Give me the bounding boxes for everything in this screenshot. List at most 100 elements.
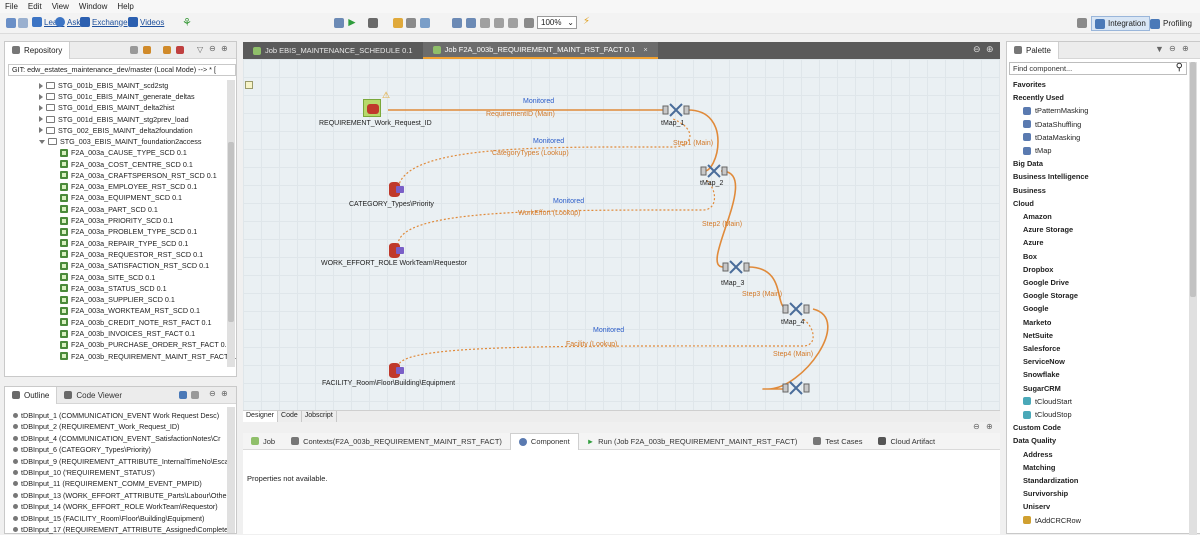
node-tmap-1[interactable]: tMap_1 bbox=[661, 120, 685, 127]
tab-designer[interactable]: Designer bbox=[243, 411, 279, 422]
palette-subcategory[interactable]: Matching bbox=[1023, 462, 1056, 472]
palette-subcategory[interactable]: Standardization bbox=[1023, 476, 1079, 485]
flow-step3[interactable] bbox=[747, 266, 789, 310]
tab-run[interactable]: ►Run (Job F2A_003b_REQUIREMENT_MAINT_RST… bbox=[586, 436, 798, 446]
outline-item[interactable]: tDBInput_11 (REQUIREMENT_COMM_EVENT_PMPI… bbox=[13, 478, 202, 489]
outline-item[interactable]: tDBInput_15 (FACILITY_Room\Floor\Buildin… bbox=[13, 513, 204, 524]
tab-repository[interactable]: Repository bbox=[5, 41, 71, 59]
flow-label-step2[interactable]: Step2 (Main) bbox=[702, 221, 743, 228]
perspective-profiling[interactable]: Profiling bbox=[1147, 16, 1195, 31]
link-icon[interactable] bbox=[163, 46, 171, 54]
maximize-icon[interactable]: ⊕ bbox=[986, 44, 994, 54]
palette-category[interactable]: Custom Code bbox=[1013, 423, 1062, 433]
minimize-icon[interactable]: ⊖ bbox=[973, 44, 981, 54]
palette-subcategory[interactable]: Google Drive bbox=[1023, 278, 1069, 287]
repo-job[interactable]: F2A_003a_SUPPLIER_SCD 0.1 bbox=[60, 294, 175, 305]
palette-component[interactable]: tDataMasking bbox=[1023, 131, 1080, 144]
run-icon[interactable]: ⚘ bbox=[182, 17, 192, 29]
palette-component[interactable]: tMap bbox=[1023, 144, 1051, 157]
save-icon[interactable] bbox=[18, 18, 28, 28]
palette-category[interactable]: Data Quality bbox=[1013, 436, 1057, 446]
repo-job[interactable]: F2A_003a_COST_CENTRE_SCD 0.1 bbox=[60, 159, 193, 170]
menu-file[interactable]: File bbox=[5, 2, 18, 11]
node-work-effort-role[interactable]: WORK_EFFORT_ROLE WorkTeam\Requestor bbox=[321, 260, 468, 267]
chevron-down-icon[interactable] bbox=[39, 139, 45, 144]
facility-db-icon[interactable] bbox=[389, 363, 405, 379]
repository-scroll-thumb[interactable] bbox=[228, 142, 234, 322]
minimize-icon[interactable]: ⊖ bbox=[209, 389, 216, 398]
repo-job[interactable]: F2A_003a_EQUIPMENT_SCD 0.1 bbox=[60, 192, 182, 203]
node-requirement-work-request-id[interactable]: REQUIREMENT_Work_Request_ID bbox=[319, 120, 432, 127]
zoom-out-icon[interactable] bbox=[480, 18, 490, 28]
filter-icon[interactable]: ▼ bbox=[1155, 44, 1164, 54]
learn-link[interactable]: Learn bbox=[32, 17, 64, 27]
new-icon[interactable] bbox=[6, 18, 16, 28]
tab-palette[interactable]: Palette bbox=[1007, 41, 1059, 59]
chevron-right-icon[interactable] bbox=[39, 116, 43, 123]
palette-subcategory[interactable]: Snowflake bbox=[1023, 370, 1060, 380]
repo-job[interactable]: F2A_003a_PART_SCD 0.1 bbox=[60, 204, 158, 215]
palette-component[interactable]: tPatternMasking bbox=[1023, 104, 1088, 117]
open-perspective-icon[interactable] bbox=[1077, 18, 1087, 28]
palette-category[interactable]: Business Intelligence bbox=[1013, 172, 1089, 182]
repo-folder[interactable]: STG_001b_EBIS_MAINT_scd2stg bbox=[39, 80, 168, 91]
palette-subcategory[interactable]: ServiceNow bbox=[1023, 357, 1065, 367]
node-facility[interactable]: FACILITY_Room\Floor\Building\Equipment bbox=[322, 380, 456, 387]
repo-folder[interactable]: STG_002_EBIS_MAINT_delta2foundation bbox=[39, 125, 193, 136]
menu-edit[interactable]: Edit bbox=[27, 2, 42, 11]
palette-subcategory[interactable]: Survivorship bbox=[1023, 489, 1069, 499]
tab-code-viewer[interactable]: Code Viewer bbox=[57, 387, 129, 404]
palette-component[interactable]: tCloudStop bbox=[1023, 408, 1072, 421]
palette-subcategory[interactable]: Google Storage bbox=[1023, 291, 1079, 301]
menu-view[interactable]: View bbox=[51, 2, 69, 11]
grid-icon[interactable] bbox=[466, 18, 476, 28]
tab-component[interactable]: Component bbox=[509, 432, 579, 450]
minimize-icon[interactable]: ⊖ bbox=[209, 44, 216, 53]
maximize-icon[interactable]: ⊕ bbox=[1182, 44, 1189, 53]
tmap-1-icon[interactable] bbox=[662, 103, 690, 117]
repo-job[interactable]: F2A_003a_REPAIR_TYPE_SCD 0.1 bbox=[60, 238, 188, 249]
outline-item[interactable]: tDBInput_13 (WORK_EFFORT_ATTRIBUTE_Parts… bbox=[13, 490, 229, 501]
flow-step4[interactable] bbox=[762, 308, 829, 390]
chevron-right-icon[interactable] bbox=[39, 104, 43, 111]
repo-job[interactable]: F2A_003a_REQUESTOR_RST_SCD 0.1 bbox=[60, 249, 203, 260]
repo-job[interactable]: F2A_003a_CRAFTSPERSON_RST_SCD 0.1 bbox=[60, 170, 217, 181]
palette-category[interactable]: Cloud bbox=[1013, 198, 1034, 208]
tab-outline[interactable]: Outline bbox=[5, 386, 58, 404]
pencil-icon[interactable] bbox=[406, 18, 416, 28]
minimize-icon[interactable]: ⊖ bbox=[1169, 44, 1176, 53]
minimize-icon[interactable]: ⊖ bbox=[973, 422, 980, 431]
flow-step1[interactable] bbox=[687, 109, 719, 172]
graph-view-icon[interactable] bbox=[191, 391, 199, 399]
palette-subcategory[interactable]: Salesforce bbox=[1023, 344, 1061, 353]
note-icon[interactable] bbox=[245, 81, 253, 89]
palette-subcategory[interactable]: Azure bbox=[1023, 238, 1044, 248]
tmap-3-icon[interactable] bbox=[722, 260, 750, 274]
repo-job[interactable]: F2A_003a_PRIORITY_SCD 0.1 bbox=[60, 215, 173, 226]
flow-lookup-category[interactable] bbox=[397, 118, 691, 192]
outline-item[interactable]: tDBInput_10 ('REQUIREMENT_STATUS') bbox=[13, 467, 155, 478]
lightning-icon[interactable]: ⚡ bbox=[583, 16, 591, 27]
close-icon[interactable]: × bbox=[643, 45, 648, 54]
zoom-icon[interactable] bbox=[524, 18, 534, 28]
repo-job[interactable]: F2A_003a_CAUSE_TYPE_SCD 0.1 bbox=[60, 147, 187, 158]
node-tmap-2[interactable]: tMap_2 bbox=[700, 180, 724, 187]
tab-cloud-artifact[interactable]: Cloud Artifact bbox=[870, 433, 943, 450]
search-icon[interactable]: ⚲ bbox=[1175, 62, 1183, 73]
category-db-icon[interactable] bbox=[389, 182, 405, 198]
repo-folder[interactable]: STG_003_EBIS_MAINT_foundation2access bbox=[39, 136, 201, 147]
outline-item[interactable]: tDBInput_4 (COMMUNICATION_EVENT_Satisfac… bbox=[13, 433, 221, 444]
outline-item[interactable]: tDBInput_6 (CATEGORY_Types\Priority) bbox=[13, 444, 151, 455]
repo-job[interactable]: F2A_003b_INVOICES_RST_FACT 0.1 bbox=[60, 328, 195, 339]
menu-window[interactable]: Window bbox=[78, 2, 108, 11]
job-designer-canvas[interactable]: ⚠ REQUIREMENT_Work_Request_ID CATEGORY_T… bbox=[243, 59, 1000, 410]
repo-job[interactable]: F2A_003a_STATUS_SCD 0.1 bbox=[60, 283, 167, 294]
repo-job[interactable]: F2A_003a_PROBLEM_TYPE_SCD 0.1 bbox=[60, 226, 197, 237]
node-tmap-3[interactable]: tMap_3 bbox=[721, 280, 745, 287]
tmap-5-icon[interactable] bbox=[782, 381, 810, 395]
deploy-icon[interactable] bbox=[368, 18, 378, 28]
exchange-link[interactable]: Exchange bbox=[80, 17, 128, 27]
palette-scrollbar[interactable] bbox=[1189, 62, 1197, 535]
tab-jobscript[interactable]: Jobscript bbox=[302, 411, 337, 422]
outline-item[interactable]: tDBInput_14 (WORK_EFFORT_ROLE WorkTeam\R… bbox=[13, 501, 218, 512]
